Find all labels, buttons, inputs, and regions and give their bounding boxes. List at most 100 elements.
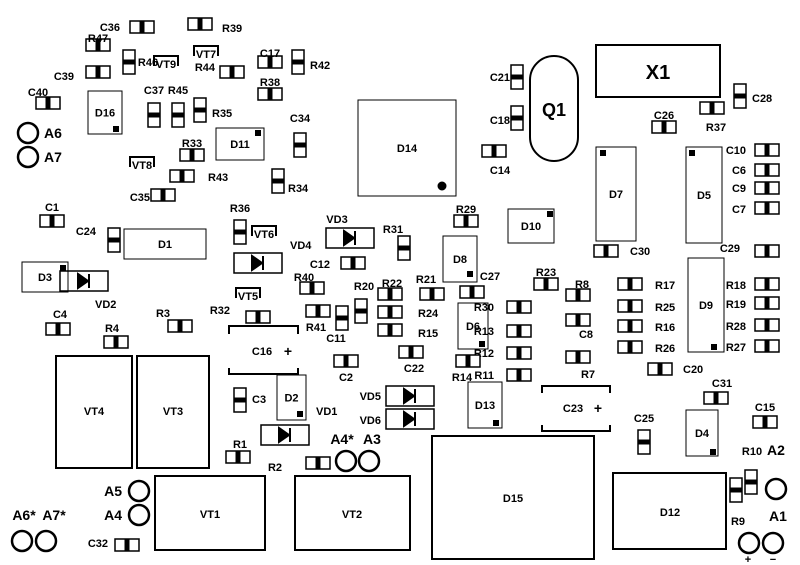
part-r39: R39 <box>187 17 242 35</box>
label-vt3: VT3 <box>163 406 183 418</box>
label-c21: C21 <box>490 72 510 84</box>
part-c39: C39 <box>54 65 111 83</box>
label-c15: C15 <box>755 402 775 414</box>
pad-a4 <box>127 503 151 527</box>
vt1-outline <box>154 475 266 551</box>
part-r45: R45 <box>168 85 188 128</box>
vt4-outline <box>55 355 133 469</box>
ic-layer <box>21 90 725 457</box>
label-c3: C3 <box>252 394 266 406</box>
part-c39-band <box>95 66 101 78</box>
part-r44-band <box>229 66 235 78</box>
ic-d5-outline <box>685 146 723 244</box>
part-vt7-symbol <box>193 45 219 56</box>
label-r22: R22 <box>382 278 402 290</box>
label-r3: R3 <box>156 308 170 320</box>
label-pad-a4s: A4* <box>330 431 354 447</box>
part-c15: C15 <box>752 402 778 429</box>
ic-d6-outline <box>457 302 489 350</box>
q1-outline <box>529 55 579 162</box>
part-r40: R40 <box>294 272 325 295</box>
label-c8: C8 <box>579 329 593 341</box>
label-pad-a7s: A7* <box>42 507 66 523</box>
label-d13: D13 <box>475 400 495 412</box>
part-r15-band <box>387 324 393 336</box>
part-r7: R7 <box>565 350 595 381</box>
label-c39: C39 <box>54 71 74 83</box>
ic-d2-outline <box>276 374 307 421</box>
part-r1: R1 <box>225 439 251 464</box>
part-r37: R37 <box>699 101 726 134</box>
ic-d5-pin1-mark <box>689 150 695 156</box>
label-d7: D7 <box>609 189 623 201</box>
label-r27: R27 <box>726 342 746 354</box>
label-pad-a4: A4 <box>104 507 122 523</box>
label-pad-a1: A1 <box>769 508 787 524</box>
ic-d13-outline <box>467 381 503 429</box>
ic-d13-pin1-mark <box>493 420 499 426</box>
part-r1-band <box>235 451 241 463</box>
label-r2: R2 <box>268 462 282 474</box>
part-c29-band <box>764 245 770 257</box>
label-vt1: VT1 <box>200 509 220 521</box>
label-d10: D10 <box>521 221 541 233</box>
part-c2-band <box>343 355 349 367</box>
part-c29: C29 <box>720 243 780 258</box>
part-r37-band <box>709 102 715 114</box>
ic-d11-outline <box>215 127 265 161</box>
label-c17: C17 <box>260 48 280 60</box>
part-r20-band <box>355 308 367 314</box>
label-r20: R20 <box>354 281 374 293</box>
part-c22-band <box>408 346 414 358</box>
label-d15: D15 <box>503 493 523 505</box>
ic-d14-outline <box>357 99 457 197</box>
part-vd1-symbol <box>278 426 291 444</box>
pad-a6 <box>16 121 40 145</box>
label-c23: C23 <box>563 403 583 415</box>
part-r33: R33 <box>179 138 205 162</box>
part-c32: C32 <box>88 538 140 552</box>
ic-d7-pin1-mark <box>600 150 606 156</box>
part-c26-band <box>661 121 667 133</box>
part-c10-band <box>764 144 770 156</box>
part-c7: C7 <box>732 201 780 216</box>
label-c20: C20 <box>683 364 703 376</box>
part-r27-band <box>764 340 770 352</box>
a1-plus-sign: + <box>745 554 751 565</box>
part-r18: R18 <box>726 277 780 292</box>
part-vd1: VD1 <box>260 406 337 446</box>
part-vd5: VD5 <box>360 385 435 407</box>
part-r35-band <box>194 107 206 113</box>
part-vd6-symbol <box>403 410 416 428</box>
label-c30: C30 <box>630 246 650 258</box>
label-r11: R11 <box>474 370 494 382</box>
ic-d7-outline <box>595 146 637 242</box>
part-vd5-symbol <box>403 387 416 405</box>
label-c31: C31 <box>712 378 732 390</box>
part-c8: C8 <box>565 313 593 341</box>
part-c25-band <box>638 439 650 445</box>
label-c9: C9 <box>732 183 746 195</box>
part-r27: R27 <box>726 339 780 354</box>
ic-d11-pin1-mark <box>255 130 261 136</box>
label-vt6: VT6 <box>254 229 274 241</box>
part-r7-band <box>575 351 581 363</box>
x1-outline <box>595 44 721 98</box>
part-c24: C24 <box>76 226 121 253</box>
label-vt4: VT4 <box>84 406 105 418</box>
part-r36: R36 <box>230 203 250 245</box>
part-r42: R42 <box>291 49 330 75</box>
label-pad-a3: A3 <box>363 431 381 447</box>
label-vd5: VD5 <box>360 391 381 403</box>
part-r25: R25 <box>617 299 675 314</box>
label-vd6: VD6 <box>360 415 381 427</box>
part-r29-band <box>463 215 469 227</box>
part-c27-band <box>469 286 475 298</box>
label-c25: C25 <box>634 413 654 425</box>
part-r12: R12 <box>474 346 532 360</box>
part-r9-band <box>730 487 742 493</box>
c16-outline <box>228 325 299 375</box>
part-c11: C11 <box>326 305 349 345</box>
label-vt5: VT5 <box>238 291 258 303</box>
